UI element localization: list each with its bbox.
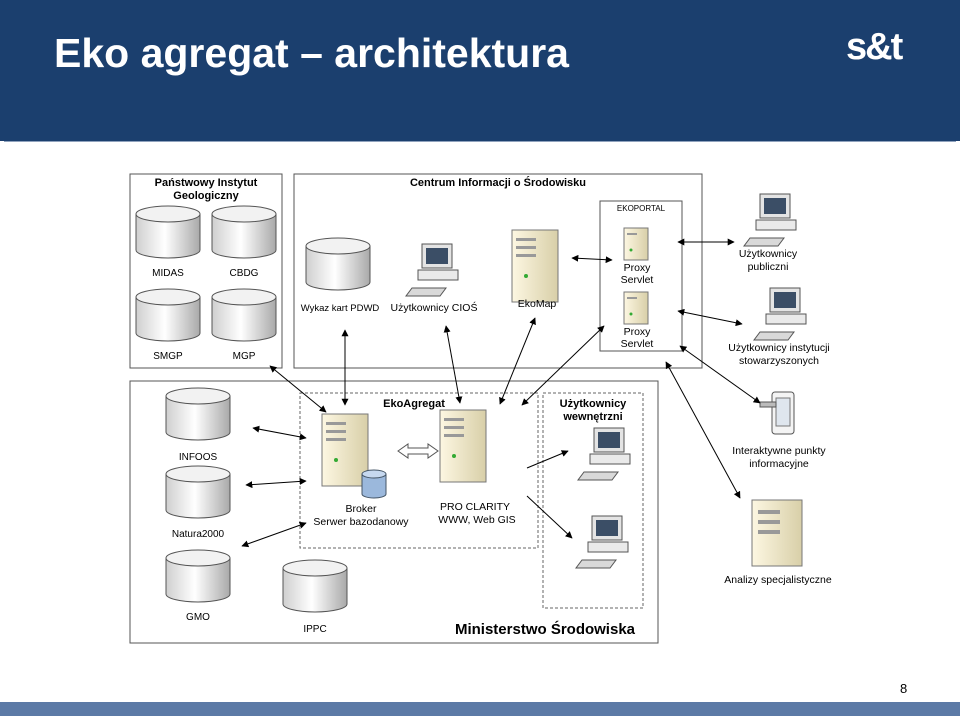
proxy2-label-1: Proxy (624, 326, 652, 338)
server-icon-analysis (751, 499, 803, 567)
database-icon-midas (135, 205, 201, 259)
arrow-ekomap-proxy (571, 254, 613, 264)
proxy1-label-2: Servlet (621, 274, 654, 286)
computer-icon-internal-users-2 (575, 515, 629, 569)
database-icon-cbdg (211, 205, 277, 259)
computer-icon-institution-users (753, 287, 807, 341)
public-users-label-2: publiczni (748, 261, 789, 273)
ministry-title: Ministerstwo Środowiska (455, 620, 636, 638)
connector-arrows (241, 238, 761, 548)
kiosk-label-2: informacyjne (749, 458, 809, 470)
db-label-mgp: MGP (233, 351, 256, 362)
arrow-pro-internal-2 (526, 495, 573, 539)
server-icon-ekomap (511, 229, 559, 303)
internal-users-label-1: Użytkownicy (560, 398, 628, 410)
inst-users-label-1: Użytkownicy instytucji (728, 342, 830, 354)
proxy1-label-1: Proxy (624, 262, 652, 274)
internal-users-box (542, 392, 644, 609)
ekoagregat-title: EkoAgregat (383, 398, 445, 410)
pig-title-1: Państwowy Instytut (155, 177, 258, 189)
company-logo: s&t (846, 26, 903, 68)
computer-icon-internal-users-1 (577, 427, 631, 481)
kiosk-label-1: Interaktywne punkty (732, 445, 826, 457)
computer-icon-cios-users (405, 243, 459, 297)
pig-box (129, 173, 283, 369)
db-label-cbdg: CBDG (230, 268, 259, 279)
db-label-smgp: SMGP (153, 351, 183, 362)
arrow-pro-internal-1 (526, 450, 569, 469)
db-label-gmo: GMO (186, 612, 210, 623)
pig-title-2: Geologiczny (173, 190, 239, 202)
analysis-label: Analizy specjalistyczne (724, 574, 832, 586)
arrow-natura-broker (245, 477, 307, 489)
inst-users-label-2: stowarzyszonych (739, 355, 819, 367)
ministry-box (129, 380, 659, 644)
pro-clarity-label-2: WWW, Web GIS (438, 514, 515, 526)
internal-users-label-2: wewnętrzni (562, 411, 622, 423)
ekoagregat-box (299, 392, 539, 549)
pro-clarity-label-1: PRO CLARITY (440, 501, 510, 513)
arrow-proxy-institution (677, 308, 743, 327)
database-icon-mgp (211, 288, 277, 342)
arrow-ekomap-pro (499, 317, 536, 405)
database-icon-smgp (135, 288, 201, 342)
database-icon-natura2000 (165, 465, 231, 519)
database-icon-gmo (165, 549, 231, 603)
cios-title: Centrum Informacji o Środowisku (410, 176, 586, 189)
kiosk-icon (759, 391, 795, 435)
header-divider (4, 141, 956, 142)
db-label-natura2000: Natura2000 (172, 529, 225, 540)
proxy2-label-2: Servlet (621, 338, 654, 350)
server-icon-proxy-1 (623, 227, 649, 261)
ekomap-label: EkoMap (518, 298, 557, 310)
arrow-cios-users-pro (443, 325, 463, 404)
database-icon-broker (361, 469, 387, 499)
computer-icon-public-users (743, 193, 797, 247)
db-label-pdwd: Wykaz kart PDWD (301, 303, 380, 314)
db-label-midas: MIDAS (152, 268, 184, 279)
database-icon-ippc (282, 559, 348, 613)
ekoportal-box (599, 200, 683, 352)
title-bar (0, 0, 960, 141)
broker-label-2: Serwer bazodanowy (313, 516, 409, 528)
page-number: 8 (900, 681, 908, 696)
public-users-label-1: Użytkownicy (739, 248, 798, 260)
slide-title: Eko agregat – architektura (54, 30, 569, 76)
db-label-ippc: IPPC (303, 624, 326, 635)
broker-label-1: Broker (346, 503, 377, 515)
cios-users-label: Użytkownicy CIOŚ (391, 301, 478, 314)
arrow-proxy-pro (521, 325, 605, 406)
arrow-infoos-broker (252, 425, 307, 441)
arrow-proxy-analysis (665, 361, 741, 499)
server-icon-broker (321, 413, 369, 487)
arrow-gmo-broker (241, 521, 307, 548)
double-arrow-broker-pro (397, 443, 439, 459)
db-label-infoos: INFOOS (179, 452, 218, 463)
database-icon-infoos (165, 387, 231, 441)
arrow-mgp-broker (269, 365, 327, 413)
server-icon-proxy-2 (623, 291, 649, 325)
cios-box (293, 173, 703, 369)
database-icon-pdwd (305, 237, 371, 291)
server-icon-pro-clarity (439, 409, 487, 483)
ekoportal-label: EKOPORTAL (617, 204, 666, 213)
footer-bar (0, 702, 960, 716)
